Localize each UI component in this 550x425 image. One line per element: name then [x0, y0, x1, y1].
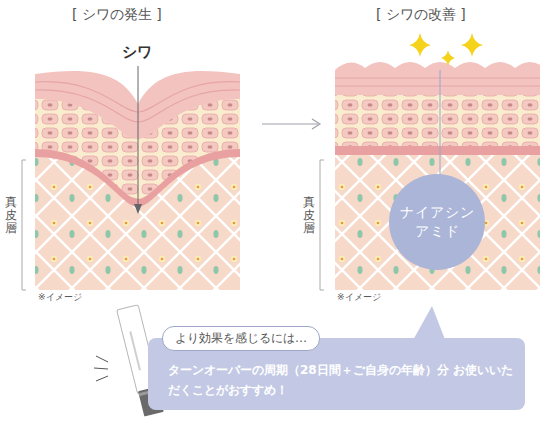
- node-text: ナイアシン アミド: [398, 203, 476, 241]
- arrow-head: [134, 204, 142, 214]
- emphasis-lines: [94, 356, 108, 381]
- bracket: [22, 160, 26, 290]
- wrinkle-label: シワ: [122, 43, 152, 62]
- callout-box: ターンオーバーの周期（28日間＋ご自身の年齢）分 お使いいただくことがおすすめ！…: [148, 338, 525, 410]
- layer-label: 真皮層: [5, 196, 17, 236]
- bracket: [320, 160, 324, 290]
- caption-note: ※イメージ: [337, 291, 381, 304]
- node-text: より効果を感じるには…: [175, 330, 307, 347]
- ingredient-circle: ナイアシン アミド: [389, 174, 485, 270]
- callout-tail: [412, 306, 446, 342]
- wrinkle-line: [138, 66, 139, 210]
- leader-line: [440, 70, 441, 176]
- caption-note: ※イメージ: [38, 291, 82, 304]
- caption-note: [ シワの発生 ]: [72, 6, 162, 24]
- node-text: ターンオーバーの周期（28日間＋ご自身の年齢）分 お使いいただくことがおすすめ！: [168, 360, 515, 401]
- smooth-skin: [335, 62, 540, 290]
- callout-pill: より効果を感じるには…: [162, 326, 320, 351]
- transition-arrow: [262, 123, 318, 124]
- caption-note: [ シワの改善 ]: [376, 6, 466, 24]
- layer-label: 真皮層: [303, 196, 315, 236]
- sparkles: [409, 33, 483, 66]
